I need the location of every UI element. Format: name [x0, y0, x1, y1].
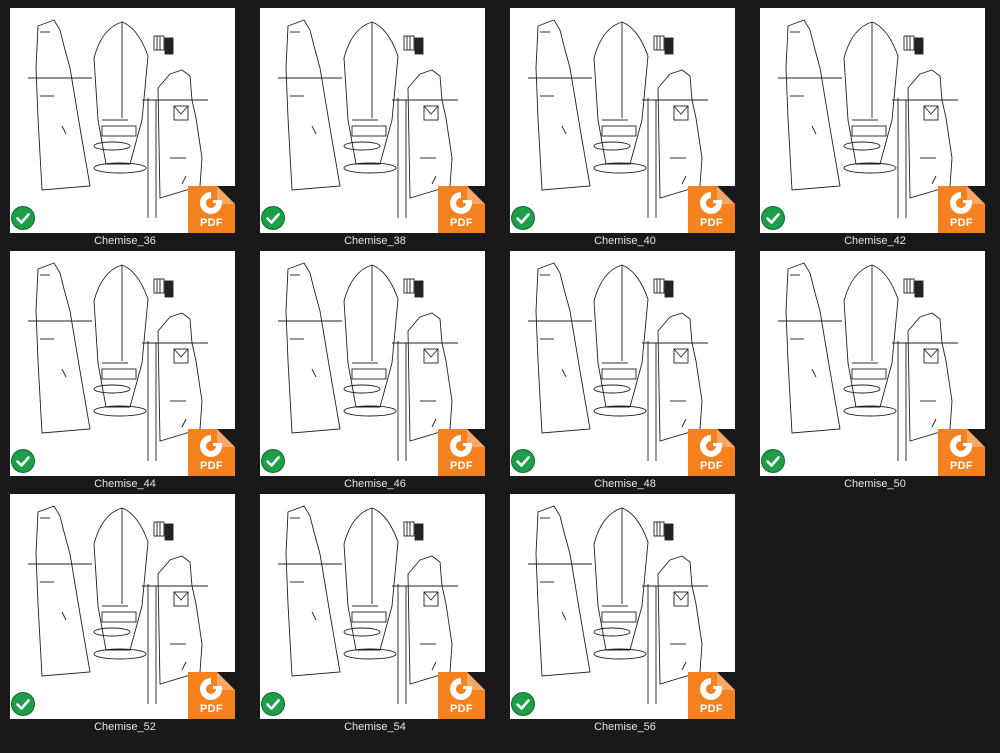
file-thumbnail[interactable]: PDF	[10, 494, 235, 719]
file-name[interactable]: Chemise_52	[94, 721, 156, 733]
pdf-label: PDF	[950, 217, 973, 229]
pdf-label: PDF	[200, 460, 223, 472]
file-thumbnail[interactable]: PDF	[510, 494, 735, 719]
pdf-icon: PDF	[188, 672, 235, 719]
pdf-icon: PDF	[688, 672, 735, 719]
file-name[interactable]: Chemise_36	[94, 235, 156, 247]
pdf-label: PDF	[200, 217, 223, 229]
file-tile[interactable]: PDF Chemise_54	[250, 494, 500, 737]
file-thumbnail[interactable]: PDF	[760, 251, 985, 476]
check-icon	[512, 450, 534, 472]
pdf-label: PDF	[950, 460, 973, 472]
file-name[interactable]: Chemise_54	[344, 721, 406, 733]
pdf-label: PDF	[200, 703, 223, 715]
pdf-icon: PDF	[688, 186, 735, 233]
check-icon	[512, 693, 534, 715]
file-name[interactable]: Chemise_46	[344, 478, 406, 490]
check-icon	[12, 207, 34, 229]
file-thumbnail[interactable]: PDF	[510, 8, 735, 233]
pdf-label: PDF	[700, 703, 723, 715]
file-thumbnail[interactable]: PDF	[260, 8, 485, 233]
check-icon	[512, 207, 534, 229]
check-icon	[262, 207, 284, 229]
file-name[interactable]: Chemise_40	[594, 235, 656, 247]
pdf-label: PDF	[700, 460, 723, 472]
file-thumbnail[interactable]: PDF	[10, 8, 235, 233]
file-name[interactable]: Chemise_48	[594, 478, 656, 490]
pdf-icon: PDF	[438, 186, 485, 233]
check-icon	[262, 450, 284, 472]
file-name[interactable]: Chemise_38	[344, 235, 406, 247]
file-name[interactable]: Chemise_42	[844, 235, 906, 247]
check-icon	[762, 207, 784, 229]
pdf-icon: PDF	[938, 429, 985, 476]
file-tile[interactable]: PDF Chemise_56	[500, 494, 750, 737]
file-name[interactable]: Chemise_44	[94, 478, 156, 490]
file-name[interactable]: Chemise_50	[844, 478, 906, 490]
file-thumbnail[interactable]: PDF	[260, 494, 485, 719]
file-thumbnail[interactable]: PDF	[260, 251, 485, 476]
file-tile[interactable]: PDF Chemise_44	[0, 251, 250, 494]
file-tile[interactable]: PDF Chemise_38	[250, 8, 500, 251]
pdf-label: PDF	[450, 460, 473, 472]
pdf-label: PDF	[450, 217, 473, 229]
pdf-icon: PDF	[438, 429, 485, 476]
pdf-icon: PDF	[188, 186, 235, 233]
file-tile[interactable]: PDF Chemise_48	[500, 251, 750, 494]
file-thumbnail[interactable]: PDF	[510, 251, 735, 476]
file-tile[interactable]: PDF Chemise_50	[750, 251, 1000, 494]
pdf-label: PDF	[700, 217, 723, 229]
file-thumbnail[interactable]: PDF	[760, 8, 985, 233]
file-thumbnail[interactable]: PDF	[10, 251, 235, 476]
check-icon	[12, 450, 34, 472]
file-tile[interactable]: PDF Chemise_52	[0, 494, 250, 737]
check-icon	[762, 450, 784, 472]
pdf-icon: PDF	[938, 186, 985, 233]
pdf-icon: PDF	[688, 429, 735, 476]
file-tile[interactable]: PDF Chemise_36	[0, 8, 250, 251]
file-tile[interactable]: PDF Chemise_42	[750, 8, 1000, 251]
check-icon	[262, 693, 284, 715]
file-name[interactable]: Chemise_56	[594, 721, 656, 733]
pdf-icon: PDF	[188, 429, 235, 476]
pdf-label: PDF	[450, 703, 473, 715]
pdf-icon: PDF	[438, 672, 485, 719]
file-tile[interactable]: PDF Chemise_46	[250, 251, 500, 494]
check-icon	[12, 693, 34, 715]
file-tile[interactable]: PDF Chemise_40	[500, 8, 750, 251]
